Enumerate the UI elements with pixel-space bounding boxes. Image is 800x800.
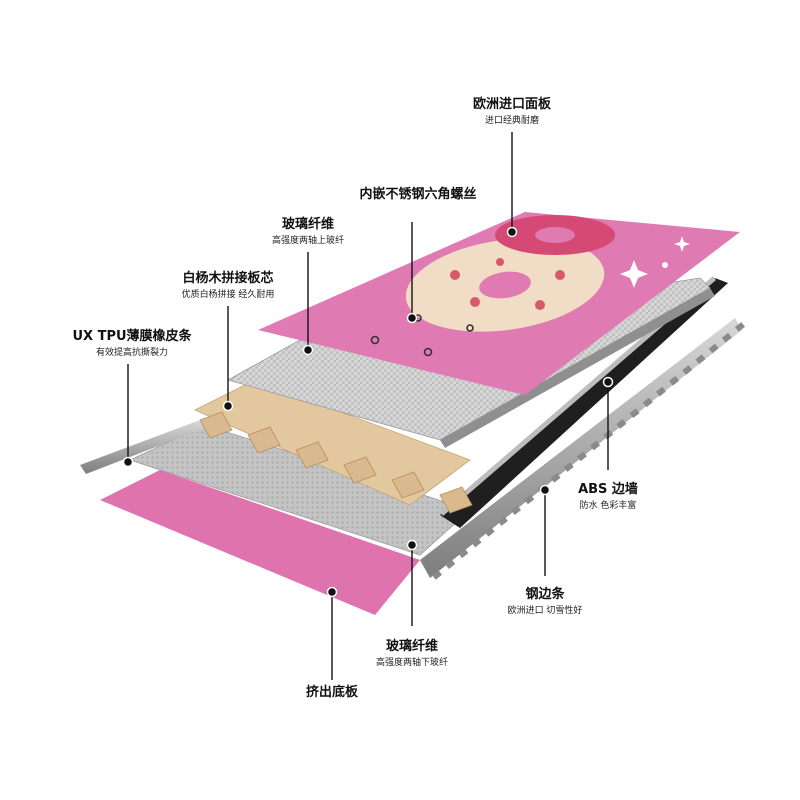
steel-edge-tooth	[708, 343, 719, 354]
steel-edge-tooth	[511, 505, 522, 516]
extruded-base-pointer-dot	[326, 586, 338, 598]
steel-edge-tooth	[471, 537, 482, 548]
steel-edge-title: 钢边条	[525, 586, 565, 602]
steel-edge-tooth	[655, 386, 666, 397]
steel-edge-tooth	[431, 570, 442, 580]
hex-screw-pointer-dot	[406, 312, 418, 324]
poplar-core-finger	[295, 441, 329, 469]
steel-edge-tooth	[616, 419, 627, 429]
fiberglass-top-pointer-dot	[302, 344, 314, 356]
cat-eyes	[370, 314, 474, 357]
poplar-core-finger	[247, 426, 281, 454]
poplar-core-finger	[343, 456, 377, 484]
abs-wall-title: ABS 边墙	[578, 481, 638, 497]
tpu-strip-pointer-dot	[122, 456, 134, 468]
extruded-base-layer	[100, 470, 420, 615]
steel-edge-subtitle: 欧洲进口 切雪性好	[508, 604, 583, 616]
steel-edge-tooth	[590, 440, 601, 451]
poplar-core-finger	[391, 471, 425, 499]
steel-edge-tooth	[458, 548, 469, 559]
extruded-base-title: 挤出底板	[306, 684, 359, 700]
poplar-core-subtitle: 优质白杨拼接 经久耐用	[182, 288, 275, 300]
abs-side-wall-layer	[440, 278, 728, 528]
steel-edge-strip-left	[80, 420, 205, 474]
fiberglass-bottom-title: 玻璃纤维	[386, 638, 438, 654]
poplar-core-finger	[199, 411, 233, 439]
poplar-core-title: 白杨木拼接板芯	[182, 270, 273, 286]
poplar-core-layer	[194, 379, 471, 506]
steel-edge-tooth	[669, 375, 680, 386]
steel-edge-pointer-dot	[539, 484, 551, 496]
tpu-strip-title: UX TPU薄膜橡皮条	[72, 328, 192, 344]
steel-edge-strip	[420, 318, 745, 580]
abs-side-wall-highlight	[440, 276, 716, 516]
steel-edge-tooth	[642, 397, 653, 408]
europe-panel-layer	[258, 212, 740, 395]
donut-graphic	[405, 215, 615, 332]
fiberglass-top-side	[440, 288, 715, 448]
fiberglass-top-title: 玻璃纤维	[282, 216, 334, 232]
steel-edge-tooth	[695, 354, 706, 365]
steel-edge-tooth	[682, 365, 693, 375]
fiberglass-bottom-pointer-dot	[406, 539, 418, 551]
steel-edge-tooth	[734, 322, 745, 332]
tpu-strip-subtitle: 有效提高抗撕裂力	[96, 346, 168, 358]
steel-edge-tooth	[550, 473, 561, 483]
europe-panel-title: 欧洲进口面板	[473, 96, 552, 112]
fiberglass-bottom-subtitle: 高强度两轴下玻纤	[376, 656, 448, 668]
steel-edge-tooth	[721, 332, 732, 343]
steel-edge-tooth	[497, 516, 508, 526]
poplar-core-pointer-dot	[222, 400, 234, 412]
steel-edge-tooth	[484, 526, 495, 537]
hex-screw-title: 内嵌不锈钢六角螺丝	[359, 186, 476, 202]
abs-wall-pointer-dot	[602, 376, 614, 388]
poplar-core-fingers	[199, 411, 473, 514]
steel-edge-tooth	[563, 462, 574, 472]
abs-wall-subtitle: 防水 色彩丰富	[580, 499, 637, 511]
steel-edge-tooth	[629, 408, 640, 418]
europe-panel-subtitle: 进口经典耐磨	[485, 114, 539, 126]
steel-edge-tooth	[445, 559, 456, 569]
steel-edge-tooth	[576, 451, 587, 462]
europe-panel-pointer-dot	[506, 226, 518, 238]
steel-edge-tooth	[524, 494, 535, 505]
sparkle-shapes	[620, 236, 690, 288]
poplar-core-finger	[439, 486, 473, 514]
fiberglass-top-subtitle: 高强度两轴上玻纤	[272, 234, 344, 246]
